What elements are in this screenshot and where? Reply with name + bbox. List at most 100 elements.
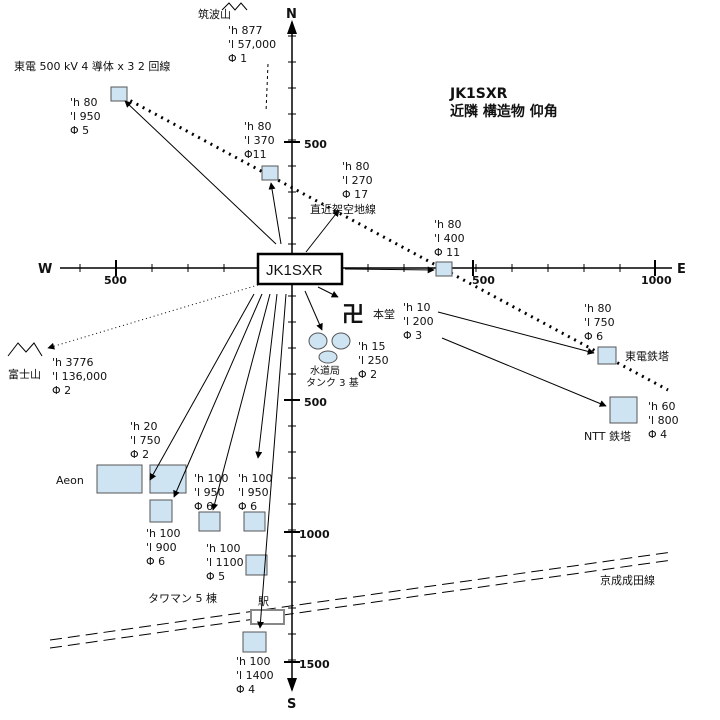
tsukuba-direction-line	[265, 63, 269, 113]
tsukuba-mountain-icon	[221, 2, 248, 11]
ntt-tower-box	[609, 396, 638, 424]
power-tower-nw-box	[110, 86, 128, 102]
ntt-tower-name: NTT 鉄塔	[584, 429, 631, 443]
tw4-angle: Φ 5	[206, 570, 225, 583]
arrow-to-temple	[317, 286, 339, 298]
tank-height: 'h 15	[358, 340, 386, 353]
tower-mansion-1-box	[149, 499, 173, 523]
tw2-height: 'h 100	[194, 472, 229, 485]
power-line-label: 東電 500 kV 4 導体 x 3 2 回線	[14, 59, 170, 73]
station-building-box	[250, 609, 285, 625]
fuji-distance: 'l 136,000	[52, 370, 107, 383]
railway-line-upper	[49, 551, 673, 641]
fuji-height: 'h 3776	[52, 356, 94, 369]
tsukuba-angle: Φ 1	[228, 52, 247, 65]
tw5-height: 'h 100	[236, 655, 271, 668]
arrow-to-tower-mansion-2	[211, 293, 271, 511]
ntt-tower-height: 'h 60	[648, 400, 676, 413]
tower-mansion-5-box	[242, 631, 267, 653]
arrow-to-toden-tower	[437, 311, 595, 355]
temple-angle: Φ 3	[403, 329, 422, 342]
tower-mansion-4-box	[245, 554, 268, 576]
pw1-angle: Φ 5	[70, 124, 89, 137]
ntt-tower-angle: Φ 4	[648, 428, 667, 441]
railway-line-lower	[49, 559, 673, 649]
tick-label-s1500: 1500	[299, 658, 330, 671]
power-tower-n-box	[261, 165, 279, 181]
pw2-distance: 'l 370	[244, 134, 275, 147]
direct-distance: 'l 270	[342, 174, 373, 187]
toden-tower-box	[597, 346, 617, 365]
fuji-name: 富士山	[8, 367, 41, 381]
toden-tower-angle: Φ 6	[584, 330, 603, 343]
tick-label-w500: 500	[104, 274, 127, 287]
station-callsign: JK1SXR	[266, 262, 323, 279]
tw2-distance: 'l 950	[194, 486, 225, 499]
tick-label-s1000: 1000	[299, 528, 330, 541]
aeon-building-right-box	[149, 464, 187, 494]
tower-mansion-3-box	[243, 511, 266, 532]
tank-distance: 'l 250	[358, 354, 389, 367]
arrow-to-direct-ground-wire	[305, 209, 340, 253]
compass-east-label: E	[677, 262, 686, 277]
temple-height: 'h 10	[403, 301, 431, 314]
tw3-angle: Φ 6	[238, 500, 257, 513]
tw3-distance: 'l 950	[238, 486, 269, 499]
compass-south-label: S	[287, 697, 296, 712]
tw2-angle: Φ 6	[194, 500, 213, 513]
fuji-angle: Φ 2	[52, 384, 71, 397]
toden-tower-distance: 'l 750	[584, 316, 615, 329]
pw2-height: 'h 80	[244, 120, 272, 133]
tick-label-e500: 500	[472, 274, 495, 287]
pw3-angle: Φ 11	[434, 246, 460, 259]
tick-label-s500: 500	[304, 396, 327, 409]
tsukuba-distance: 'l 57,000	[228, 38, 276, 51]
toden-tower-name: 東電鉄塔	[625, 349, 669, 363]
tower-mansion-label: タワマン 5 棟	[148, 591, 217, 605]
power-tower-e-box	[435, 261, 453, 277]
water-tank-3	[318, 350, 338, 364]
tw5-distance: 'l 1400	[236, 669, 274, 682]
tower-mansion-2-box	[198, 511, 221, 532]
arrow-to-ntt-tower	[441, 337, 607, 407]
arrow-to-power-tower-n	[268, 182, 282, 245]
arrow-to-power-tower-nw	[124, 100, 277, 245]
diagram-title-callsign: JK1SXR	[449, 86, 508, 102]
arrow-to-water-tanks	[304, 290, 323, 331]
direct-angle: Φ 17	[342, 188, 368, 201]
tank-name-line1: 水道局	[310, 364, 340, 377]
temple-distance: 'l 200	[403, 315, 434, 328]
ns-minor-ticks	[288, 35, 296, 661]
tw4-height: 'h 100	[206, 542, 241, 555]
compass-west-label: W	[38, 262, 52, 277]
station-box	[256, 252, 344, 286]
compass-north-label: N	[286, 7, 297, 22]
tw1-distance: 'l 900	[146, 541, 177, 554]
tw1-angle: Φ 6	[146, 555, 165, 568]
water-tank-1	[308, 332, 328, 350]
temple-icon: 卍	[342, 303, 364, 328]
arrow-to-power-tower-e	[344, 266, 435, 274]
water-tank-2	[331, 332, 351, 350]
tank-angle: Φ 2	[358, 368, 377, 381]
aeon-name: Aeon	[56, 474, 84, 487]
north-arrow	[287, 20, 297, 34]
diagram-title-subtitle: 近隣 構造物 仰角	[450, 103, 558, 120]
temple-name: 本堂	[373, 307, 395, 321]
direct-height: 'h 80	[342, 160, 370, 173]
aeon-distance: 'l 750	[130, 434, 161, 447]
pw3-height: 'h 80	[434, 218, 462, 231]
fuji-direction-line	[47, 284, 259, 350]
ntt-tower-distance: 'l 800	[648, 414, 679, 427]
south-arrow	[287, 678, 297, 692]
pw3-distance: 'l 400	[434, 232, 465, 245]
tank-name-line2: タンク 3 基	[306, 376, 359, 389]
direction-arrows	[124, 100, 607, 629]
power-line-500kv	[117, 92, 669, 392]
pw1-height: 'h 80	[70, 96, 98, 109]
direct-ground-wire-label: 直近架空地線	[310, 202, 376, 216]
tw3-height: 'h 100	[238, 472, 273, 485]
pw2-angle: Φ11	[244, 148, 267, 161]
pw1-distance: 'l 950	[70, 110, 101, 123]
